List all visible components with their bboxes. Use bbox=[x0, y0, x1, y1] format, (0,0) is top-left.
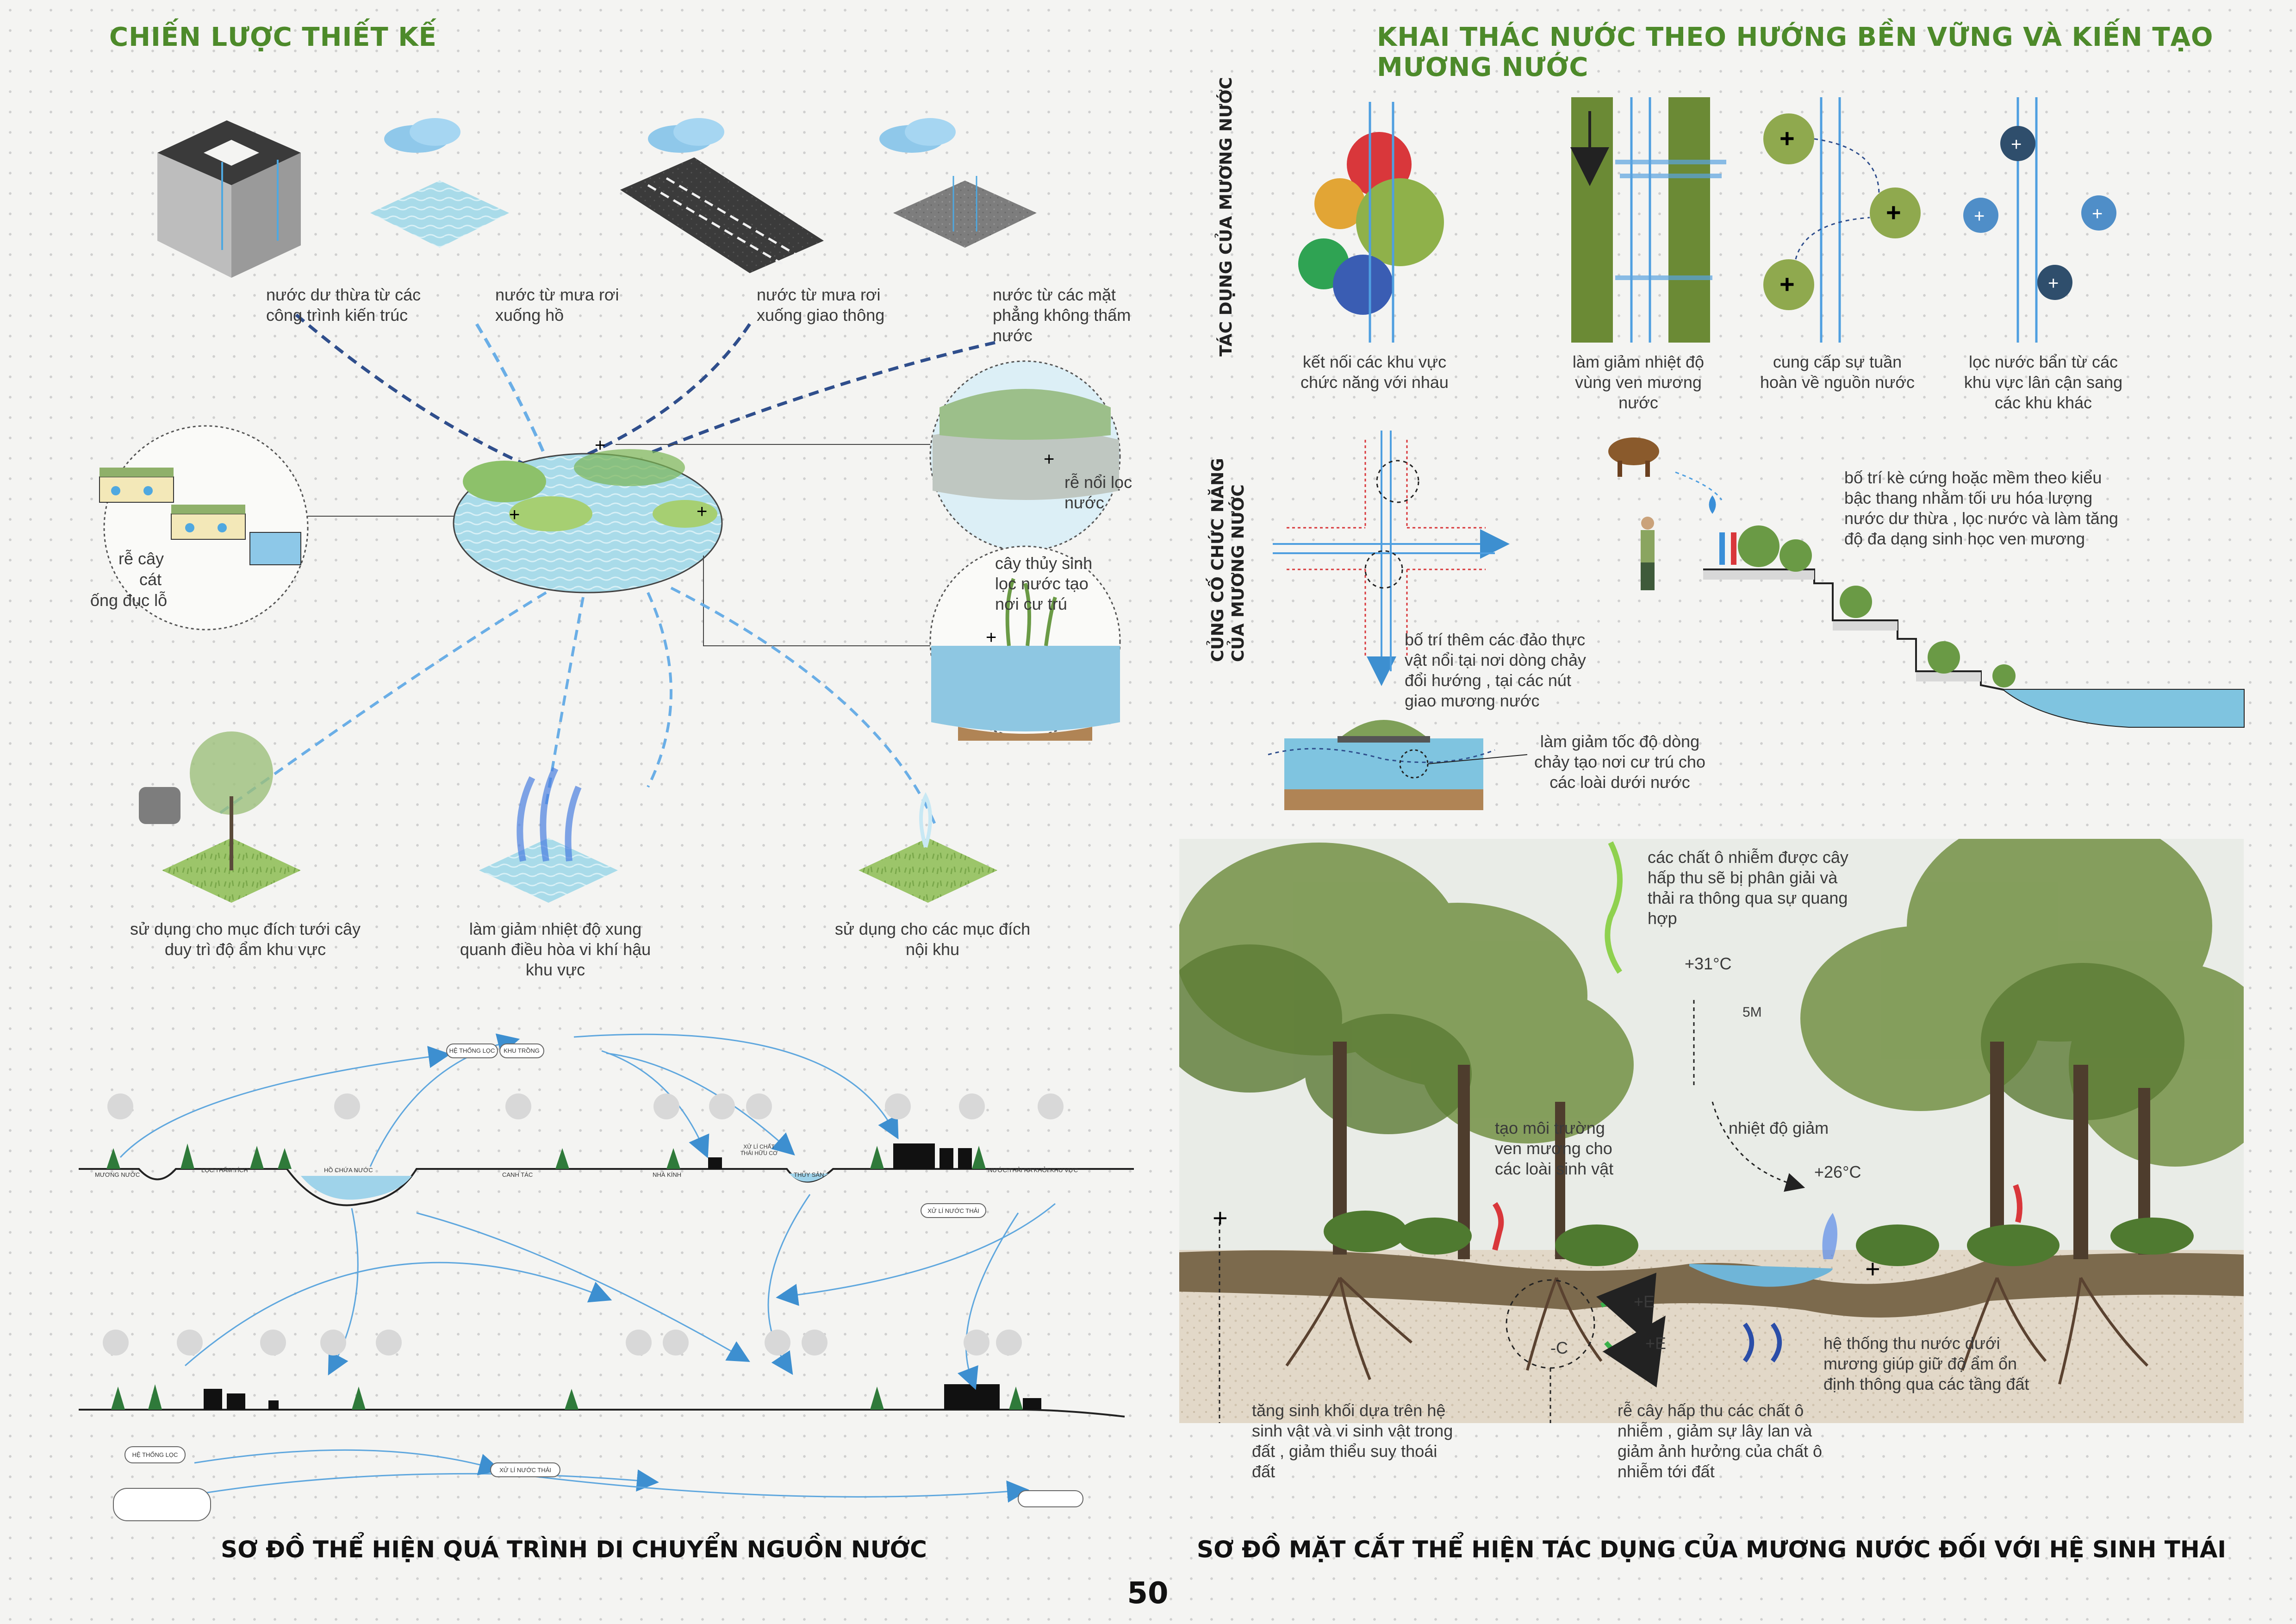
function-label-circulation: cung cấp sự tuần hoàn về nguồn nước bbox=[1760, 352, 1915, 392]
text-terraced-embankment: bố trí kè cứng hoặc mềm theo kiểu bậc th… bbox=[1844, 468, 2118, 548]
temp-high: +31°C bbox=[1685, 954, 1732, 973]
left-caption: SƠ ĐỒ THỂ HIỆN QUÁ TRÌNH DI CHUYỂN NGUỒN… bbox=[221, 1536, 927, 1563]
height-marker: 5M bbox=[1742, 1005, 1762, 1020]
flow-label-dialysis: LỌC THẨM TÍCH bbox=[201, 1167, 248, 1174]
function-label-connect: kết nối các khu vực chức năng với nhau bbox=[1300, 352, 1449, 392]
source-label-roads: nước từ mưa rơi xuống giao thông bbox=[757, 285, 885, 325]
svg-text:+: + bbox=[1044, 449, 1054, 469]
energy-label-2: +E bbox=[1645, 1334, 1667, 1353]
water-flow-diagram bbox=[79, 1033, 1134, 1521]
flow-label-wastewater-treatment-2: XỬ LÍ NƯỚC THẢI bbox=[499, 1467, 551, 1474]
use-label-irrigation: sử dụng cho mục đích tưới cây duy trì độ… bbox=[130, 919, 361, 959]
flow-label-reservoir: HỒ CHỨA NƯỚC bbox=[324, 1167, 373, 1174]
text-root-absorption: rễ cây hấp thu các chất ô nhiễm , giảm s… bbox=[1618, 1401, 1822, 1481]
svg-text:+: + bbox=[595, 435, 605, 456]
text-habitat: tạo môi trường ven mương cho các loài si… bbox=[1495, 1118, 1614, 1178]
svg-text:+: + bbox=[2092, 204, 2103, 224]
section1-vertical-label: TÁC DỤNG CỦA MƯƠNG NƯỚC bbox=[1217, 77, 1236, 356]
source-label-buildings: nước dư thừa từ các công trình kiến trúc bbox=[266, 285, 421, 325]
use-flow-lines bbox=[217, 587, 936, 825]
svg-text:+: + bbox=[986, 627, 996, 648]
central-lake: + + + bbox=[453, 435, 723, 593]
svg-text:+: + bbox=[1974, 206, 1985, 226]
building-illustration bbox=[157, 120, 301, 278]
right-filter-circle-bottom: + bbox=[929, 545, 1121, 741]
internal-use-tile bbox=[859, 792, 997, 903]
use-label-cooling: làm giảm nhiệt độ xung quanh điều hòa vi… bbox=[460, 919, 651, 979]
junction-diagram bbox=[1273, 431, 1510, 686]
source-label-lake: nước từ mưa rơi xuống hồ bbox=[495, 285, 619, 325]
road-tile bbox=[620, 118, 824, 273]
function-filter-graphic: + + + + bbox=[1963, 97, 2116, 343]
carbon-label: -C bbox=[1550, 1338, 1568, 1357]
text-pollutant-photosynthesis: các chất ô nhiễm được cây hấp thu sẽ bị … bbox=[1648, 848, 1848, 928]
svg-text:+: + bbox=[1865, 1254, 1880, 1283]
irrigation-tile bbox=[139, 731, 301, 903]
page-number: 50 bbox=[1127, 1576, 1169, 1611]
text-slow-flow: làm giảm tốc độ dòng chảy tạo nơi cư trú… bbox=[1534, 732, 1705, 792]
cooling-tile bbox=[479, 767, 618, 903]
text-biomass: tăng sinh khối dựa trên hệ sinh vật và v… bbox=[1252, 1401, 1453, 1481]
source-label-surfaces: nước từ các mặt phẳng không thấm nước bbox=[993, 285, 1131, 345]
filter-label-aquatic-plants: cây thủy sinh lọc nước tạo nơi cư trú bbox=[995, 554, 1093, 613]
concrete-tile bbox=[879, 118, 1037, 248]
flow-label-planting: KHU TRỒNG bbox=[504, 1047, 540, 1054]
flow-label-wastewater-treatment: XỬ LÍ NƯỚC THẢI bbox=[927, 1207, 979, 1214]
svg-text:+: + bbox=[2048, 273, 2059, 294]
svg-text:+: + bbox=[509, 505, 520, 525]
ecosystem-section: + + bbox=[1179, 839, 2244, 1423]
flow-label-organic-waste: XỬ LÍ CHẤT THẢI HỮU CƠ bbox=[740, 1143, 778, 1156]
section2-vertical-label: CỦNG CỐ CHỨC NĂNG CỦA MƯƠNG NƯỚC bbox=[1208, 458, 1248, 662]
text-floating-islands: bố trí thêm các đảo thực vật nổi tại nơi… bbox=[1405, 630, 1586, 710]
right-filter-circle-top: + bbox=[929, 360, 1121, 552]
svg-text:+: + bbox=[1780, 124, 1795, 153]
left-filter-circle bbox=[99, 425, 309, 631]
flow-label-wastewater-out: NƯỚC THẢI RA KHỎI KHU VỰC bbox=[988, 1167, 1078, 1174]
detail-connectors bbox=[305, 444, 930, 646]
use-label-internal: sử dụng cho các mục đích nội khu bbox=[834, 919, 1031, 959]
filter-label-roots: rễ cây bbox=[118, 549, 164, 568]
left-heading: CHIẾN LƯỢC THIẾT KẾ bbox=[109, 22, 437, 52]
source-flow-lines bbox=[295, 313, 996, 469]
floating-island-section bbox=[1268, 720, 1528, 810]
function-connect-graphic bbox=[1298, 102, 1444, 343]
filter-label-sand: cát bbox=[139, 570, 162, 589]
lake-tile bbox=[370, 118, 509, 248]
temp-low: +26°C bbox=[1814, 1162, 1861, 1181]
text-drainage-system: hệ thống thu nước dưới mương giúp giữ độ… bbox=[1823, 1334, 2029, 1393]
flow-label-farming: CANH TÁC bbox=[502, 1171, 533, 1178]
svg-text:+: + bbox=[1213, 1203, 1228, 1232]
function-label-cooling: làm giảm nhiệt độ vùng ven mương nước bbox=[1572, 352, 1705, 412]
svg-text:+: + bbox=[1780, 269, 1795, 299]
right-heading: KHAI THÁC NƯỚC THEO HƯỚNG BỀN VỮNG VÀ KI… bbox=[1377, 22, 2214, 82]
flow-label-filter-system-2: HỆ THỐNG LỌC bbox=[132, 1451, 178, 1458]
flow-label-filter-system: HỆ THỐNG LỌC bbox=[449, 1047, 495, 1054]
terrace-diagram bbox=[1703, 525, 2245, 728]
text-temperature-drop: nhiệt độ giảm bbox=[1729, 1118, 1829, 1137]
filter-label-pipe: ống đục lỗ bbox=[90, 591, 168, 610]
right-caption: SƠ ĐỒ MẶT CẮT THỂ HIỆN TÁC DỤNG CỦA MƯƠN… bbox=[1196, 1536, 2227, 1563]
svg-text:+: + bbox=[697, 501, 707, 522]
energy-label-1: +E bbox=[1634, 1292, 1655, 1311]
function-label-filtering: lọc nước bẩn từ các khu vực lân cận sang… bbox=[1964, 352, 2123, 412]
filter-label-floating-roots: rễ nổi lọc nước bbox=[1064, 473, 1132, 512]
flow-label-aquaculture: THỦY SẢN bbox=[794, 1171, 824, 1178]
svg-text:+: + bbox=[1886, 198, 1901, 227]
svg-text:+: + bbox=[2011, 134, 2022, 155]
function-cooling-graphic bbox=[1570, 97, 1726, 343]
flow-label-greenhouse: NHÀ KÍNH bbox=[653, 1171, 682, 1178]
function-circulation-graphic: + + + bbox=[1763, 97, 1921, 343]
farmer-and-cow bbox=[1608, 437, 1723, 590]
flow-label-canal: MƯƠNG NƯỚC bbox=[95, 1171, 140, 1178]
